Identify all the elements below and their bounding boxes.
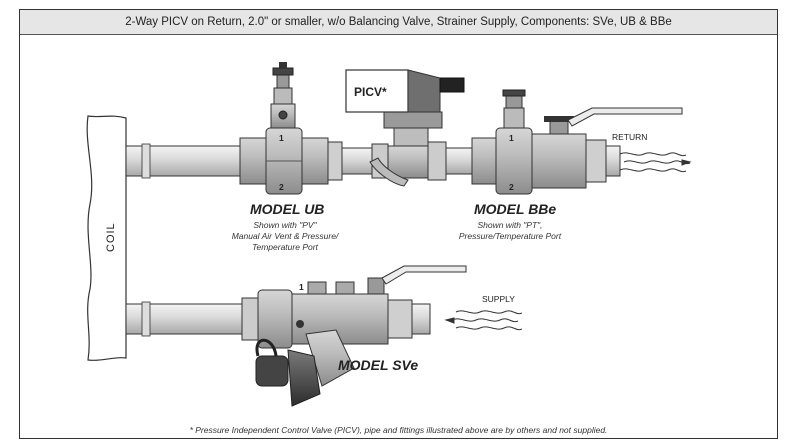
model-sve-title: MODEL SVe — [338, 357, 418, 373]
return-flow-arrows — [619, 152, 692, 173]
piping-diagram: COIL 1 2 — [86, 62, 692, 407]
diagram-title: 2-Way PICV on Return, 2.0" or smaller, w… — [20, 10, 777, 35]
model-ub-line1: Shown with "PV" — [253, 220, 317, 230]
coil-label: COIL — [105, 222, 117, 252]
model-bbe-line2: Pressure/Temperature Port — [459, 231, 562, 241]
ub-port-2: 2 — [279, 182, 284, 192]
sve-port-1: 1 — [299, 282, 304, 292]
model-bbe-line1: Shown with "PT", — [477, 220, 542, 230]
diagram-frame: 2-Way PICV on Return, 2.0" or smaller, w… — [19, 9, 778, 439]
return-label: RETURN — [612, 132, 647, 142]
picv-valve: PICV* — [345, 69, 465, 187]
model-ub-valve: 1 2 — [239, 62, 343, 195]
supply-label: SUPPLY — [482, 294, 515, 304]
model-ub-title: MODEL UB — [250, 201, 324, 217]
model-ub-line3: Temperature Port — [252, 242, 318, 252]
model-bbe-valve: 1 2 — [471, 89, 683, 195]
ub-port-1: 1 — [279, 133, 284, 143]
return-line-assembly: 1 2 PICV* — [125, 62, 692, 195]
coil: COIL — [86, 115, 127, 362]
picv-label: PICV* — [354, 85, 387, 99]
model-ub-line2: Manual Air Vent & Pressure/ — [232, 231, 340, 241]
model-bbe-title: MODEL BBe — [474, 201, 556, 217]
bbe-port-2: 2 — [509, 182, 514, 192]
supply-line-assembly: 1 2 SUPPLY — [125, 265, 523, 407]
bbe-port-1: 1 — [509, 133, 514, 143]
footnote: * Pressure Independent Control Valve (PI… — [189, 425, 608, 435]
model-sve-valve: 1 2 — [241, 265, 467, 407]
supply-flow-arrows — [444, 310, 523, 331]
